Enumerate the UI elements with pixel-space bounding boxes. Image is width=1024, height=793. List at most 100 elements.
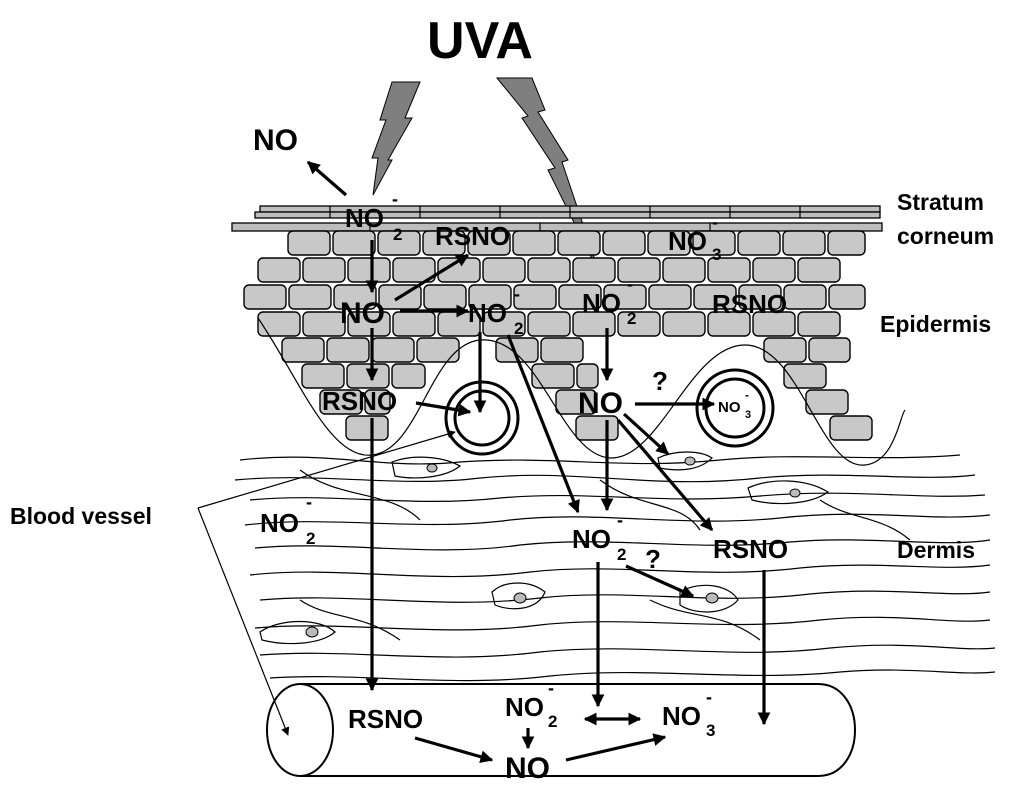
svg-text:-: - (392, 189, 398, 209)
keratinocyte-brick (347, 311, 391, 337)
svg-text:-: - (712, 212, 718, 232)
keratinocyte-brick (558, 284, 602, 310)
keratinocyte-brick (782, 230, 826, 256)
capillary-loop-right (695, 368, 775, 448)
capillary-loop-left (444, 380, 520, 456)
keratinocyte-brick (346, 363, 390, 389)
keratinocyte-brick (302, 311, 346, 337)
svg-text:2: 2 (393, 225, 402, 244)
keratinocyte-brick (345, 415, 389, 441)
keratinocyte-brick (332, 230, 376, 256)
keratinocyte-brick (527, 257, 571, 283)
keratinocyte-brick (531, 363, 575, 389)
keratinocyte-brick (738, 284, 782, 310)
keratinocyte-brick (572, 311, 616, 337)
keratinocyte-brick (555, 389, 597, 415)
species-no3-vessel: NO - 3 (662, 687, 715, 740)
keratinocyte-brick (468, 284, 512, 310)
label-epidermis: Epidermis (880, 311, 991, 337)
keratinocyte-brick (693, 284, 737, 310)
keratinocyte-brick (662, 311, 706, 337)
species-no2-dermis-left: NO - 2 (260, 492, 315, 548)
svg-text:2: 2 (306, 529, 315, 548)
keratinocyte-brick (333, 284, 377, 310)
svg-text:3: 3 (706, 721, 715, 740)
dermis-fibers (234, 454, 996, 682)
keratinocyte-brick (797, 257, 841, 283)
keratinocyte-brick (377, 230, 421, 256)
question-mark-capillary: ? (652, 366, 668, 396)
species-no-epidermis-left: NO (340, 297, 385, 330)
svg-text:NO: NO (468, 298, 507, 328)
keratinocyte-brick (422, 230, 466, 256)
species-no-released: NO (253, 124, 298, 157)
keratinocyte-brick (301, 363, 345, 389)
svg-text:NO: NO (572, 524, 611, 554)
keratinocyte-brick (603, 284, 647, 310)
keratinocyte-brick (319, 389, 363, 415)
keratinocyte-brick (752, 311, 796, 337)
keratinocyte-brick (808, 337, 851, 363)
keratinocyte-brick (392, 257, 436, 283)
svg-text:-: - (306, 492, 312, 512)
keratinocyte-brick (391, 363, 426, 389)
keratinocyte-brick (527, 311, 571, 337)
svg-text:-: - (617, 510, 623, 530)
keratinocyte-brick (287, 230, 331, 256)
species-rsno-vessel: RSNO (348, 704, 423, 734)
species-no-epidermis-right: NO (578, 387, 623, 420)
keratinocyte-brick (692, 230, 736, 256)
svg-text:NO: NO (505, 692, 544, 722)
svg-text:NO: NO (718, 399, 741, 416)
keratinocyte-brick (752, 257, 796, 283)
keratinocyte-brick (707, 257, 751, 283)
keratinocyte-brick (797, 311, 841, 337)
keratinocyte-brick (576, 363, 599, 389)
reaction-arrows (306, 160, 771, 763)
keratinocyte-brick (805, 389, 849, 415)
keratinocyte-brick (783, 363, 827, 389)
keratinocyte-brick (647, 230, 691, 256)
svg-text:2: 2 (548, 712, 557, 731)
keratinocyte-brick (326, 337, 370, 363)
keratinocyte-brick (302, 257, 346, 283)
species-rsno-epidermis-right: RSNO (712, 289, 787, 319)
species-rsno-epidermis-left: RSNO (322, 386, 397, 416)
keratinocyte-brick (783, 284, 827, 310)
keratinocyte-brick (257, 311, 301, 337)
label-stratum-corneum-line2: corneum (897, 223, 994, 249)
keratinocyte-brick (392, 311, 436, 337)
keratinocyte-brick (482, 311, 526, 337)
svg-text:3: 3 (712, 245, 721, 264)
species-no3-capillary: NO - 3 (718, 388, 751, 421)
keratinocyte-brick (572, 257, 616, 283)
keratinocyte-brick (467, 230, 511, 256)
label-blood-vessel: Blood vessel (10, 503, 152, 529)
svg-text:NO: NO (668, 226, 707, 256)
svg-text:NO: NO (260, 508, 299, 538)
keratinocyte-brick (540, 337, 584, 363)
keratinocyte-brick (662, 257, 706, 283)
species-no2-epidermis-right: NO - 2 (582, 274, 636, 328)
keratinocyte-brick (763, 337, 807, 363)
svg-text:NO: NO (345, 203, 384, 233)
keratinocyte-brick (423, 284, 467, 310)
svg-text:2: 2 (627, 309, 636, 328)
keratinocyte-brick (512, 230, 556, 256)
svg-text:NO: NO (582, 288, 621, 318)
question-mark-dermis: ? (645, 544, 661, 574)
keratinocyte-brick (482, 257, 526, 283)
svg-text:-: - (706, 687, 712, 707)
keratinocyte-brick (364, 389, 391, 415)
svg-text:-: - (548, 678, 554, 698)
keratinocyte-brick (737, 230, 781, 256)
species-rsno-stratum: RSNO (435, 221, 510, 251)
keratinocyte-brick (557, 230, 601, 256)
species-no2-vessel: NO - 2 (505, 678, 557, 731)
keratinocyte-brick (347, 257, 391, 283)
title-uva: UVA (427, 12, 533, 70)
svg-text:-: - (514, 284, 520, 304)
label-dermis: Dermis (897, 537, 975, 563)
keratinocyte-brick (829, 415, 873, 441)
